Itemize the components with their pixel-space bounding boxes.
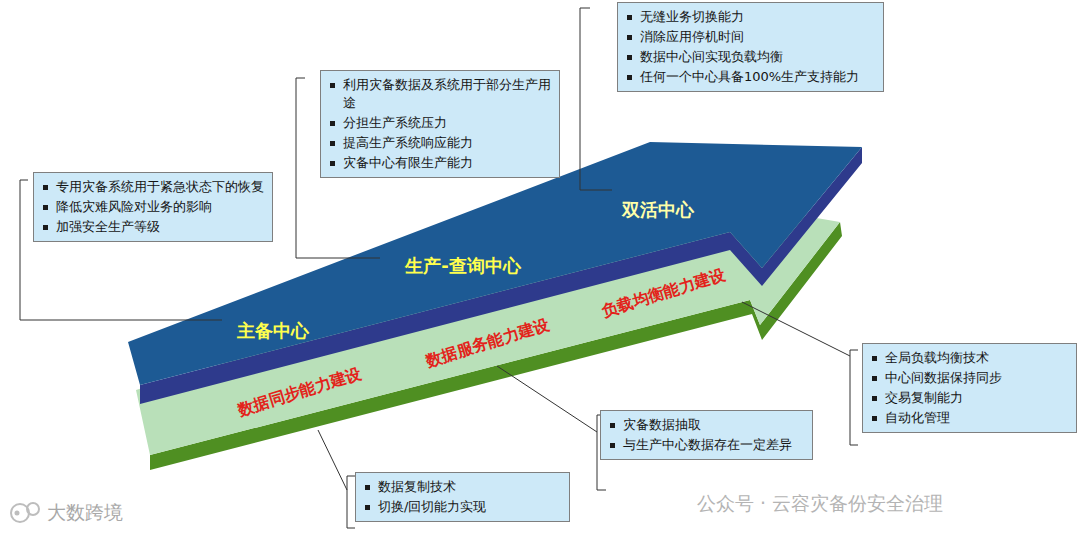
stage-label: 主备中心 (237, 319, 309, 343)
bullet-text: 分担生产系统压力 (327, 114, 553, 132)
bullet-mark (610, 423, 615, 428)
capability-label: 负载均衡能力建设 (600, 264, 729, 322)
bullet-mark (627, 75, 632, 80)
bullet-text: 自动化管理 (869, 409, 1070, 427)
bullet-mark (627, 15, 632, 20)
bullet-mark (43, 185, 48, 190)
bullet-text: 无缝业务切换能力 (624, 8, 877, 26)
bullet-text: 中心间数据保持同步 (869, 369, 1070, 387)
watermark: 公众号 · 云容灾备份安全治理 (697, 491, 943, 517)
bullet-text: 加强安全生产等级 (40, 218, 266, 236)
bullet-mark (330, 121, 335, 126)
watermark: 大数跨境 (47, 500, 123, 526)
bullet-mark (330, 161, 335, 166)
bullet-mark (627, 35, 632, 40)
bullet-text: 提高生产系统响应能力 (327, 134, 553, 152)
bullet-text: 专用灾备系统用于紧急状态下的恢复 (40, 178, 266, 196)
bullet-text: 利用灾备数据及系统用于部分生产用途 (327, 76, 553, 112)
bullet-text: 任何一个中心具备100%生产支持能力 (624, 68, 877, 86)
bullet-mark (872, 376, 877, 381)
bullet-mark (330, 83, 335, 88)
stage-label: 双活中心 (622, 198, 694, 222)
bullet-mark (330, 141, 335, 146)
leader-line (850, 350, 858, 445)
bullet-mark (627, 55, 632, 60)
bullet-mark (872, 416, 877, 421)
bullet-mark (365, 485, 370, 490)
callout-box: 无缝业务切换能力消除应用停机时间数据中心间实现负载均衡任何一个中心具备100%生… (617, 2, 884, 92)
bullet-mark (872, 356, 877, 361)
bullet-text: 消除应用停机时间 (624, 28, 877, 46)
callout-box: 灾备数据抽取与生产中心数据存在一定差异 (600, 410, 813, 460)
leader-line (580, 8, 612, 190)
leader-line (497, 366, 597, 432)
bullet-text: 数据中心间实现负载均衡 (624, 48, 877, 66)
bullet-mark (872, 396, 877, 401)
bullet-text: 降低灾难风险对业务的影响 (40, 198, 266, 216)
watermark-icon (11, 503, 39, 522)
bullet-text: 交易复制能力 (869, 389, 1070, 407)
bullet-text: 灾备中心有限生产能力 (327, 154, 553, 172)
bullet-mark (43, 205, 48, 210)
bullet-text: 切换/回切能力实现 (362, 498, 563, 516)
leader-line (318, 430, 347, 490)
bullet-text: 全局负载均衡技术 (869, 349, 1070, 367)
bullet-mark (610, 443, 615, 448)
capability-label: 数据同步能力建设 (236, 363, 365, 421)
callout-box: 利用灾备数据及系统用于部分生产用途分担生产系统压力提高生产系统响应能力灾备中心有… (320, 70, 560, 178)
callout-box: 数据复制技术切换/回切能力实现 (355, 472, 570, 522)
callout-box: 专用灾备系统用于紧急状态下的恢复降低灾难风险对业务的影响加强安全生产等级 (33, 172, 273, 242)
bullet-text: 与生产中心数据存在一定差异 (607, 436, 806, 454)
leader-line (347, 476, 355, 528)
stage-label: 生产-查询中心 (405, 254, 520, 278)
capability-label: 数据服务能力建设 (424, 314, 553, 372)
bullet-mark (365, 505, 370, 510)
bullet-text: 数据复制技术 (362, 478, 563, 496)
bullet-mark (43, 225, 48, 230)
callout-box: 全局负载均衡技术中心间数据保持同步交易复制能力自动化管理 (862, 343, 1077, 433)
leader-line (742, 302, 850, 356)
bullet-text: 灾备数据抽取 (607, 416, 806, 434)
